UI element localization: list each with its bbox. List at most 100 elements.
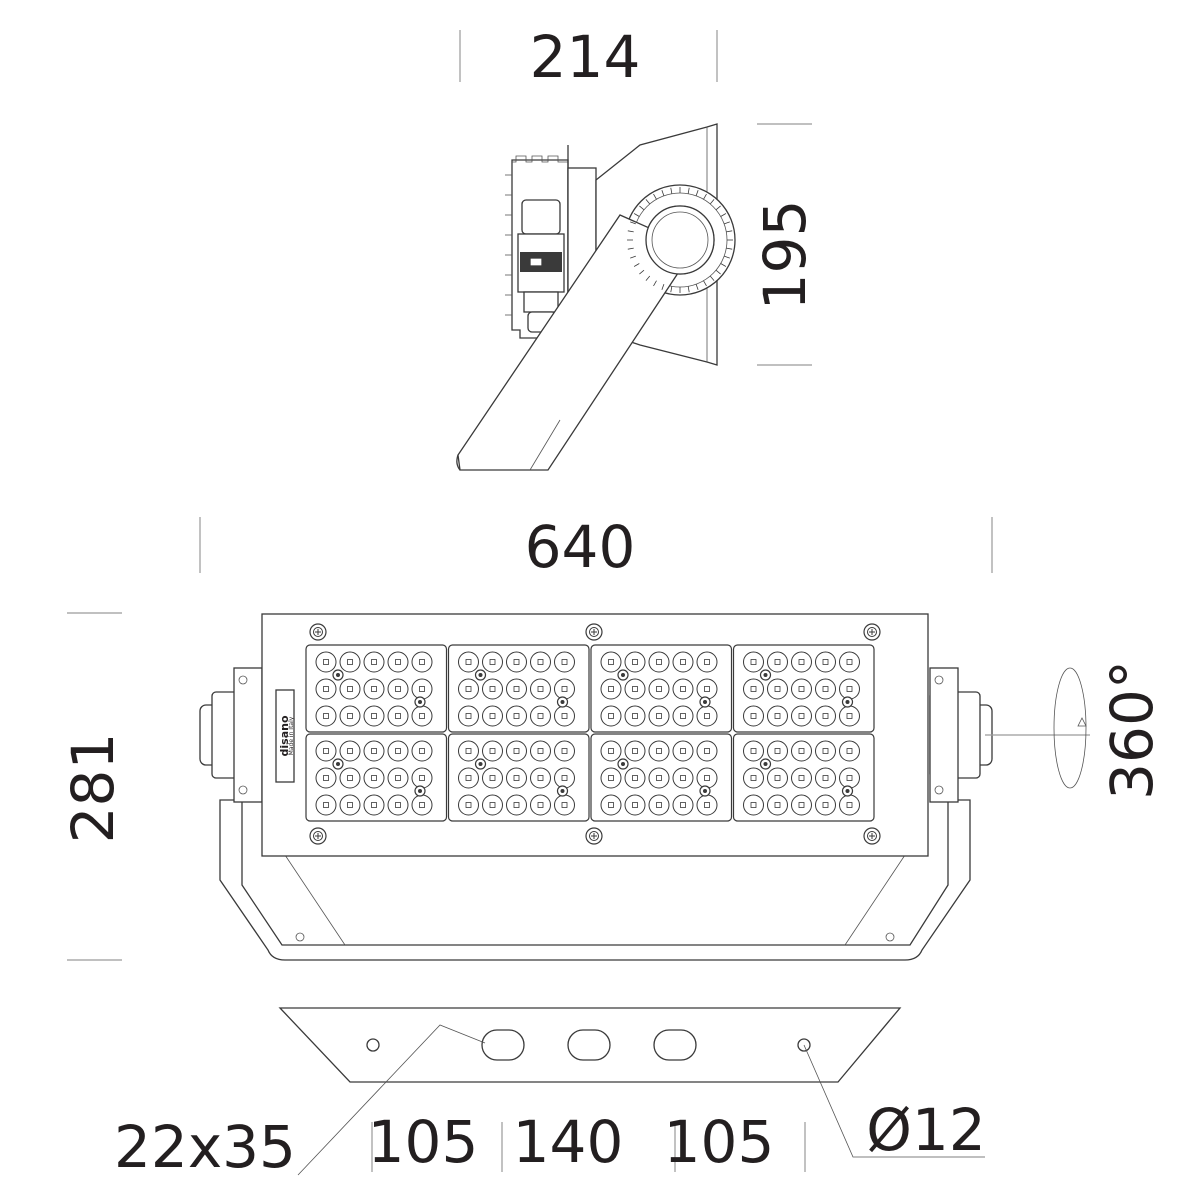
led-lens [506, 705, 527, 727]
led-lens [315, 651, 337, 673]
led-lens [600, 678, 622, 700]
led-lens [839, 767, 860, 789]
made-in-text: Made in Italy [288, 716, 295, 755]
led-lens [839, 794, 860, 816]
spacing-center-label: 140 [513, 1108, 624, 1176]
led-lens [600, 740, 622, 762]
led-lens [600, 794, 622, 816]
led-lens [767, 651, 788, 673]
led-lens [839, 740, 860, 762]
hole-right [797, 1038, 811, 1052]
led-lens [506, 678, 527, 700]
led-lens [767, 794, 788, 816]
led-lens [482, 651, 503, 673]
led-lens [339, 794, 361, 816]
led-lens [696, 705, 718, 727]
led-lens [530, 705, 551, 727]
led-lens [387, 705, 409, 727]
led-lens [506, 794, 527, 816]
front-view: 640 281 disano Made in Ita [59, 513, 1166, 961]
led-lens [458, 767, 479, 789]
led-lens [672, 740, 694, 762]
bracket-plan: 22x35 105 140 105 Ø12 [114, 1007, 986, 1181]
led-lens [411, 767, 433, 789]
side-width-label: 214 [530, 23, 641, 91]
pivot-right [929, 667, 993, 803]
led-lens [815, 651, 836, 673]
led-lens [791, 767, 812, 789]
led-lens [696, 651, 718, 673]
led-lens [339, 651, 361, 673]
led-lens [315, 767, 337, 789]
housing-fins-top [512, 155, 568, 163]
housing-fins-left [505, 174, 512, 316]
led-lens [530, 767, 551, 789]
led-lens [696, 794, 718, 816]
led-lens [482, 767, 503, 789]
led-lens [315, 705, 337, 727]
led-lens [696, 767, 718, 789]
led-lens [791, 678, 812, 700]
led-lens [482, 678, 503, 700]
front-height-label: 281 [59, 733, 127, 844]
led-lens [815, 767, 836, 789]
led-lens [554, 651, 575, 673]
led-lens [648, 651, 670, 673]
led-lens [624, 651, 646, 673]
led-lens [482, 705, 503, 727]
led-lens [791, 705, 812, 727]
led-lens [506, 740, 527, 762]
led-lens [600, 651, 622, 673]
led-lens [815, 678, 836, 700]
led-lens [339, 705, 361, 727]
led-lens [482, 794, 503, 816]
angle-scale [627, 187, 733, 293]
led-lens [815, 794, 836, 816]
led-lens [672, 767, 694, 789]
spacing-left-label: 105 [368, 1108, 479, 1176]
led-lens [767, 705, 788, 727]
led-modules [305, 644, 875, 822]
led-lens [411, 651, 433, 673]
led-lens [387, 767, 409, 789]
led-lens [458, 794, 479, 816]
led-lens [387, 794, 409, 816]
led-lens [743, 678, 764, 700]
led-lens [791, 651, 812, 673]
led-lens [648, 678, 670, 700]
led-lens [339, 740, 361, 762]
led-lens [530, 794, 551, 816]
led-lens [363, 767, 385, 789]
led-lens [648, 740, 670, 762]
slot-1 [481, 1029, 525, 1061]
led-lens [672, 651, 694, 673]
led-lens [506, 651, 527, 673]
led-lens [672, 794, 694, 816]
led-lens [530, 740, 551, 762]
led-lens [743, 767, 764, 789]
rotation-indicator: 360° [985, 660, 1166, 800]
led-lens [743, 651, 764, 673]
slot-3 [653, 1029, 697, 1061]
led-lens [482, 740, 503, 762]
led-lens [839, 705, 860, 727]
led-lens [363, 651, 385, 673]
led-lens [600, 705, 622, 727]
side-view: 214 195 [456, 23, 819, 471]
led-lens [530, 651, 551, 673]
led-lens [458, 740, 479, 762]
led-lens [696, 740, 718, 762]
led-lens [554, 678, 575, 700]
led-lens [672, 678, 694, 700]
led-module [590, 733, 733, 822]
led-lens [791, 794, 812, 816]
led-lens [554, 767, 575, 789]
led-lens [363, 705, 385, 727]
led-lens [648, 767, 670, 789]
led-lens [315, 678, 337, 700]
led-module [732, 644, 875, 733]
led-lens [815, 740, 836, 762]
side-height-label: 195 [751, 200, 819, 311]
led-lens [458, 651, 479, 673]
